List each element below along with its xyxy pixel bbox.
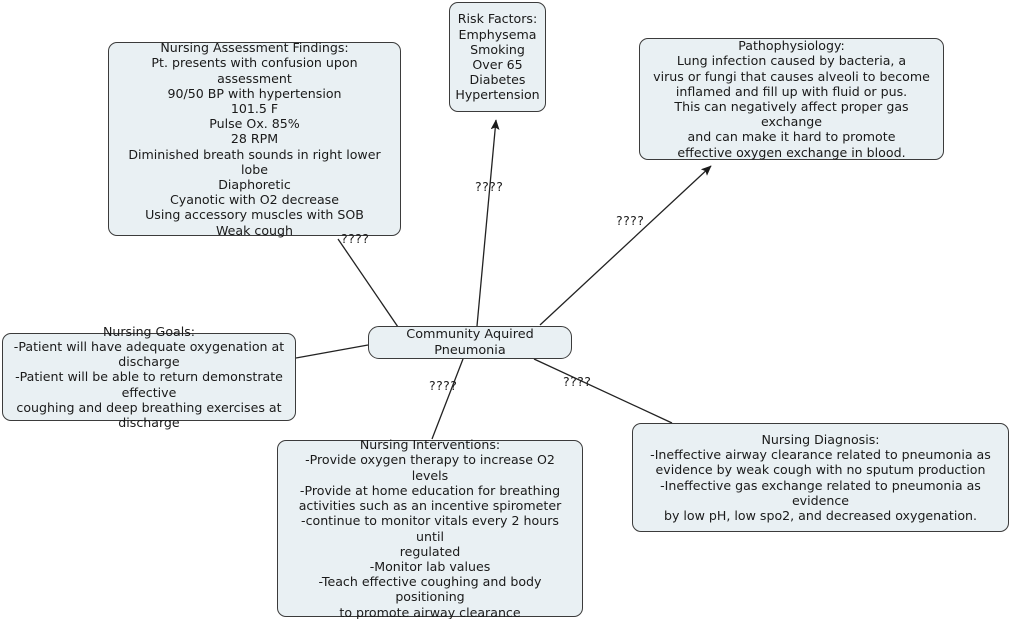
edge-label-center-to-pathophysiology: ???? (616, 213, 645, 228)
node-community-acquired-pneumonia[interactable]: Community Aquired Pneumonia (368, 326, 572, 359)
node-nursing-interventions[interactable]: Nursing Interventions: -Provide oxygen t… (277, 437, 583, 619)
edge-label-center-to-interventions: ???? (429, 378, 458, 393)
node-pathophysiology[interactable]: Pathophysiology: Lung infection caused b… (639, 38, 944, 160)
edge-center-to-goals (295, 344, 369, 359)
edge-label-center-to-diagnosis: ???? (563, 374, 592, 389)
node-nursing-diagnosis[interactable]: Nursing Diagnosis: -Ineffective airway c… (632, 423, 1009, 532)
edge-center-to-pathophysiology (539, 165, 712, 326)
edge-label-center-to-risk-factors: ???? (475, 179, 504, 194)
edge-center-to-risk-factors (476, 119, 500, 327)
edge-center-to-assessment (337, 238, 399, 328)
node-nursing-goals[interactable]: Nursing Goals: -Patient will have adequa… (2, 324, 296, 430)
edge-center-to-interventions (431, 358, 464, 440)
edge-label-center-to-assessment: ???? (341, 231, 370, 246)
node-nursing-assessment-findings[interactable]: Nursing Assessment Findings: Pt. present… (108, 40, 401, 238)
edge-center-to-diagnosis (533, 358, 673, 424)
node-risk-factors[interactable]: Risk Factors: Emphysema Smoking Over 65 … (449, 2, 546, 112)
